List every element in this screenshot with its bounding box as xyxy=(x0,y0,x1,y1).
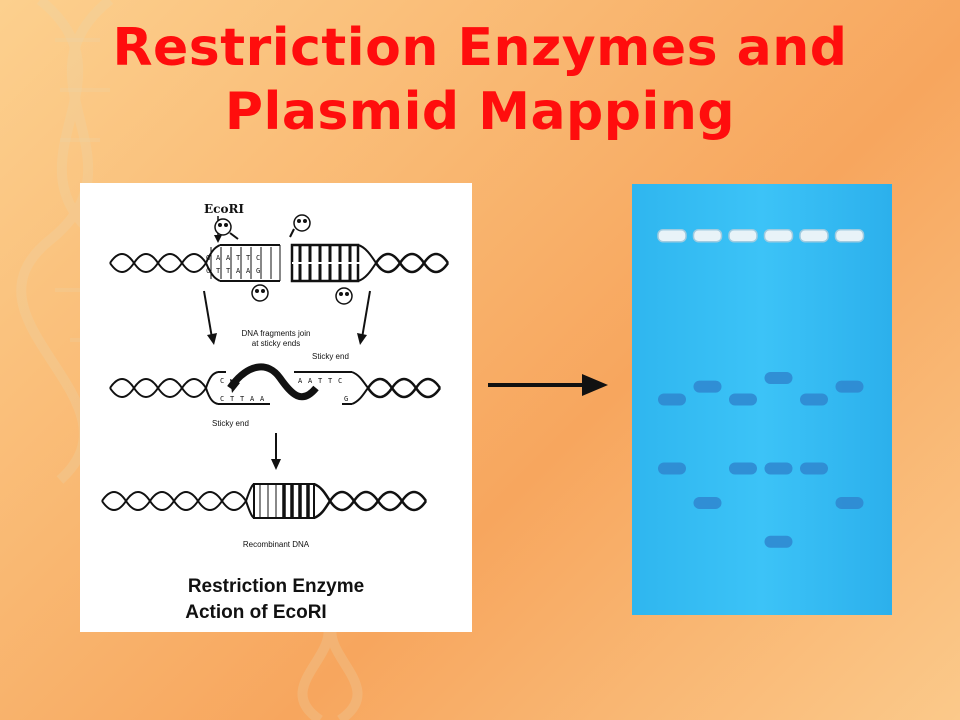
dna-strand-cut-right xyxy=(290,243,450,283)
gel-well xyxy=(657,228,687,243)
slide-title: Restriction Enzymes and Plasmid Mapping xyxy=(0,16,960,144)
title-line-2: Plasmid Mapping xyxy=(224,82,736,142)
svg-text:T: T xyxy=(236,254,241,262)
gel-band xyxy=(658,462,686,475)
svg-text:A: A xyxy=(308,377,313,385)
svg-text:G: G xyxy=(206,254,210,262)
svg-text:A: A xyxy=(260,395,265,403)
gel-band xyxy=(693,496,722,509)
svg-text:T: T xyxy=(246,254,251,262)
title-line-1: Restriction Enzymes and xyxy=(112,18,848,78)
svg-text:C: C xyxy=(256,254,260,262)
ecori-diagram: EcoRI xyxy=(101,202,450,549)
gel-band xyxy=(835,496,864,509)
gel-well xyxy=(692,228,723,243)
gel-band xyxy=(800,462,828,475)
diagram-caption-line-2: Action of EcoRI xyxy=(185,602,327,623)
sticky-end-label-right: Sticky end xyxy=(312,352,349,361)
svg-text:C: C xyxy=(220,377,224,385)
svg-text:T: T xyxy=(240,395,245,403)
gel-band xyxy=(658,393,686,406)
ecori-diagram-panel: EcoRI xyxy=(80,183,472,632)
gel-band xyxy=(729,462,757,475)
arrow-right-icon xyxy=(488,374,608,396)
ecori-label: EcoRI xyxy=(204,202,244,216)
gel-band xyxy=(764,371,793,384)
svg-text:A: A xyxy=(298,377,303,385)
sticky-bases-right: A A T T C G xyxy=(298,377,348,403)
dna-fragment-right xyxy=(294,371,442,405)
svg-text:T: T xyxy=(226,267,231,275)
svg-text:C: C xyxy=(220,395,224,403)
fragments-join-label-2: at sticky ends xyxy=(252,339,300,348)
svg-text:T: T xyxy=(230,395,235,403)
svg-text:G: G xyxy=(344,395,348,403)
recombinant-dna-label: Recombinant DNA xyxy=(243,540,310,549)
gel-well xyxy=(799,228,829,243)
svg-text:C: C xyxy=(206,267,210,275)
svg-text:G: G xyxy=(256,267,260,275)
enzyme-scissors-icon xyxy=(335,287,353,305)
svg-text:A: A xyxy=(246,267,251,275)
dna-strand-intact xyxy=(109,244,281,282)
gel-lanes xyxy=(657,228,865,548)
fragments-join-label: DNA fragments join xyxy=(242,329,311,338)
enzyme-scissors-icon xyxy=(251,284,269,302)
dna-fragment-left xyxy=(109,371,270,405)
gel-band xyxy=(729,393,757,406)
svg-text:A: A xyxy=(226,254,231,262)
diagram-caption-line-1: Restriction Enzyme xyxy=(187,576,365,597)
svg-text:T: T xyxy=(216,267,221,275)
svg-text:A: A xyxy=(236,267,241,275)
arrow-down-icon xyxy=(357,290,371,345)
recombinant-dna-strand xyxy=(101,482,428,520)
gel-well xyxy=(763,228,794,243)
gel-well xyxy=(728,228,758,243)
arrow-down-icon xyxy=(203,290,217,345)
gel-band xyxy=(835,380,864,393)
svg-text:T: T xyxy=(328,377,333,385)
gel-electrophoresis-image xyxy=(632,184,892,615)
svg-text:T: T xyxy=(318,377,323,385)
svg-text:C: C xyxy=(338,377,342,385)
enzyme-scissors-icon xyxy=(214,218,239,240)
svg-text:A: A xyxy=(250,395,255,403)
sticky-end-label-left: Sticky end xyxy=(212,419,249,428)
gel-band xyxy=(764,535,793,548)
arrow-down-icon xyxy=(271,433,281,470)
gel-well xyxy=(834,228,865,243)
gel-band xyxy=(764,462,793,475)
insert-fragment xyxy=(227,363,319,401)
enzyme-scissors-icon xyxy=(289,214,311,238)
svg-text:A: A xyxy=(216,254,221,262)
base-pairs-left: G A A T T C C T T A A G xyxy=(206,254,260,275)
gel-band xyxy=(693,380,722,393)
sticky-bases-left: C C T T A A xyxy=(220,377,265,403)
gel-band xyxy=(800,393,828,406)
